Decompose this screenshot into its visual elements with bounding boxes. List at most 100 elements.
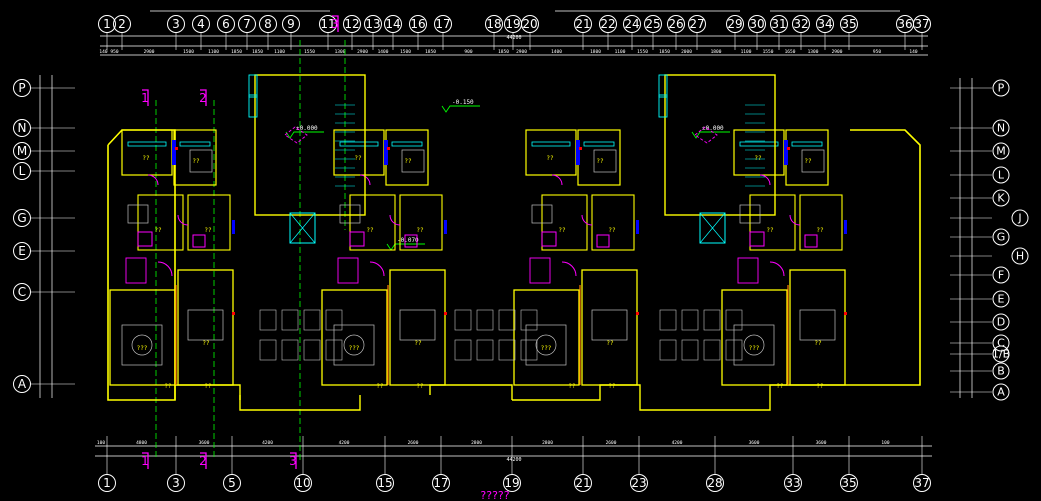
- section-mark: [142, 89, 149, 106]
- exterior-wall: [239, 395, 361, 411]
- top-axis-bubble: 18: [485, 15, 503, 33]
- bottom-axis-circle: [294, 474, 312, 492]
- left-axis-bubble: A: [13, 375, 31, 393]
- right-axis-bubble: H: [1011, 247, 1029, 265]
- top-axis-label: 11: [320, 17, 335, 31]
- window: [658, 74, 668, 98]
- sofa: [525, 324, 567, 366]
- living-wall: [177, 269, 234, 386]
- top-axis-circle: [521, 15, 539, 33]
- top-axis-bubble: 9: [282, 15, 300, 33]
- door-swing: [157, 261, 173, 277]
- bottom-axis-circle: [167, 474, 185, 492]
- top-dim-text: 1850: [231, 49, 242, 55]
- right-axis-label: L: [998, 169, 1005, 182]
- right-axis-circle: [992, 290, 1010, 308]
- living-wall: [721, 289, 788, 386]
- right-axis-bubble: G: [992, 228, 1010, 246]
- bottom-axis-circle: [503, 474, 521, 492]
- top-axis-label: 2: [118, 17, 126, 31]
- bottom-axis-circle: [913, 474, 931, 492]
- right-axis-circle: [992, 119, 1010, 137]
- top-axis-label: 17: [435, 17, 450, 31]
- top-axis-label: 21: [575, 17, 590, 31]
- room-label: ??: [204, 227, 212, 234]
- lobby-seat: [303, 309, 321, 331]
- right-axis-label: D: [997, 316, 1005, 329]
- bottom-axis-label: 23: [631, 476, 646, 490]
- bottom-dim-text: 4800: [136, 440, 147, 446]
- counter: [339, 204, 361, 224]
- top-axis-label: 9: [287, 17, 295, 31]
- top-axis-label: 30: [749, 17, 764, 31]
- top-dim-text: 1300: [808, 49, 819, 55]
- bed: [591, 309, 628, 341]
- bottom-axis-circle: [376, 474, 394, 492]
- room-label: ??: [204, 383, 212, 390]
- room-label: ??: [546, 155, 554, 162]
- right-axis-bubble: C: [992, 334, 1010, 352]
- section-mark: [290, 452, 297, 469]
- bottom-axis-circle: [784, 474, 802, 492]
- bottom-axis-circle: [432, 474, 450, 492]
- right-axis-bubble: D: [992, 313, 1010, 331]
- top-axis-bubble: 2: [113, 15, 131, 33]
- left-axis-circle: [13, 79, 31, 97]
- lobby-seat: [681, 309, 699, 331]
- top-axis-circle: [644, 15, 662, 33]
- section-mark: [332, 15, 339, 32]
- left-axis-label: N: [18, 121, 27, 135]
- top-axis-bubble: 11: [319, 15, 337, 33]
- right-axis-label: H: [1016, 250, 1024, 263]
- bottom-axis-bubble: 28: [706, 474, 724, 492]
- exterior-wall: [429, 384, 513, 400]
- right-axis-label: A: [997, 386, 1005, 399]
- door-swing: [551, 174, 563, 186]
- top-dim-text: 1550: [763, 49, 774, 55]
- top-axis-bubble: 27: [688, 15, 706, 33]
- bathtub: [337, 257, 359, 284]
- room-label: ??: [816, 383, 824, 390]
- window: [248, 94, 258, 118]
- window: [248, 74, 258, 98]
- exterior-wall: [850, 129, 921, 386]
- right-axis-bubble: E: [992, 290, 1010, 308]
- right-axis-bubble: B: [992, 362, 1010, 380]
- top-axis-label: 12: [344, 17, 359, 31]
- table: [535, 334, 557, 356]
- left-axis-circle: [13, 142, 31, 160]
- elevation-text: -0.150: [452, 99, 474, 106]
- bottom-axis-label: 15: [377, 476, 392, 490]
- bath-fixture: [349, 231, 365, 247]
- window: [583, 141, 615, 147]
- bath-wall: [591, 194, 635, 251]
- right-axis-label: G: [997, 231, 1006, 244]
- column: [784, 140, 788, 165]
- bottom-dim-text: 100: [881, 440, 889, 446]
- bottom-axis-bubble: 33: [784, 474, 802, 492]
- top-dim-text: 1100: [274, 49, 285, 55]
- top-axis-circle: [485, 15, 503, 33]
- top-axis-label: 35: [841, 17, 856, 31]
- sofa: [733, 324, 775, 366]
- section-mark: [200, 89, 207, 106]
- elevation-marker: [386, 243, 425, 251]
- top-axis-circle: [667, 15, 685, 33]
- lobby-seat: [498, 309, 516, 331]
- top-axis-circle: [192, 15, 210, 33]
- left-axis-label: E: [18, 244, 26, 258]
- top-dim-text: 1100: [208, 49, 219, 55]
- marker: [787, 147, 790, 150]
- room-label: ??: [376, 383, 384, 390]
- top-axis-bubble: 24: [623, 15, 641, 33]
- room-label: ??: [754, 155, 762, 162]
- top-axis-circle: [574, 15, 592, 33]
- window: [179, 141, 211, 147]
- lobby-seat: [476, 309, 494, 331]
- top-dim-text: 950: [110, 49, 118, 55]
- lobby-seat: [498, 339, 516, 361]
- room-label: ??: [814, 340, 822, 347]
- top-axis-label: 26: [668, 17, 683, 31]
- room-label: ??: [766, 227, 774, 234]
